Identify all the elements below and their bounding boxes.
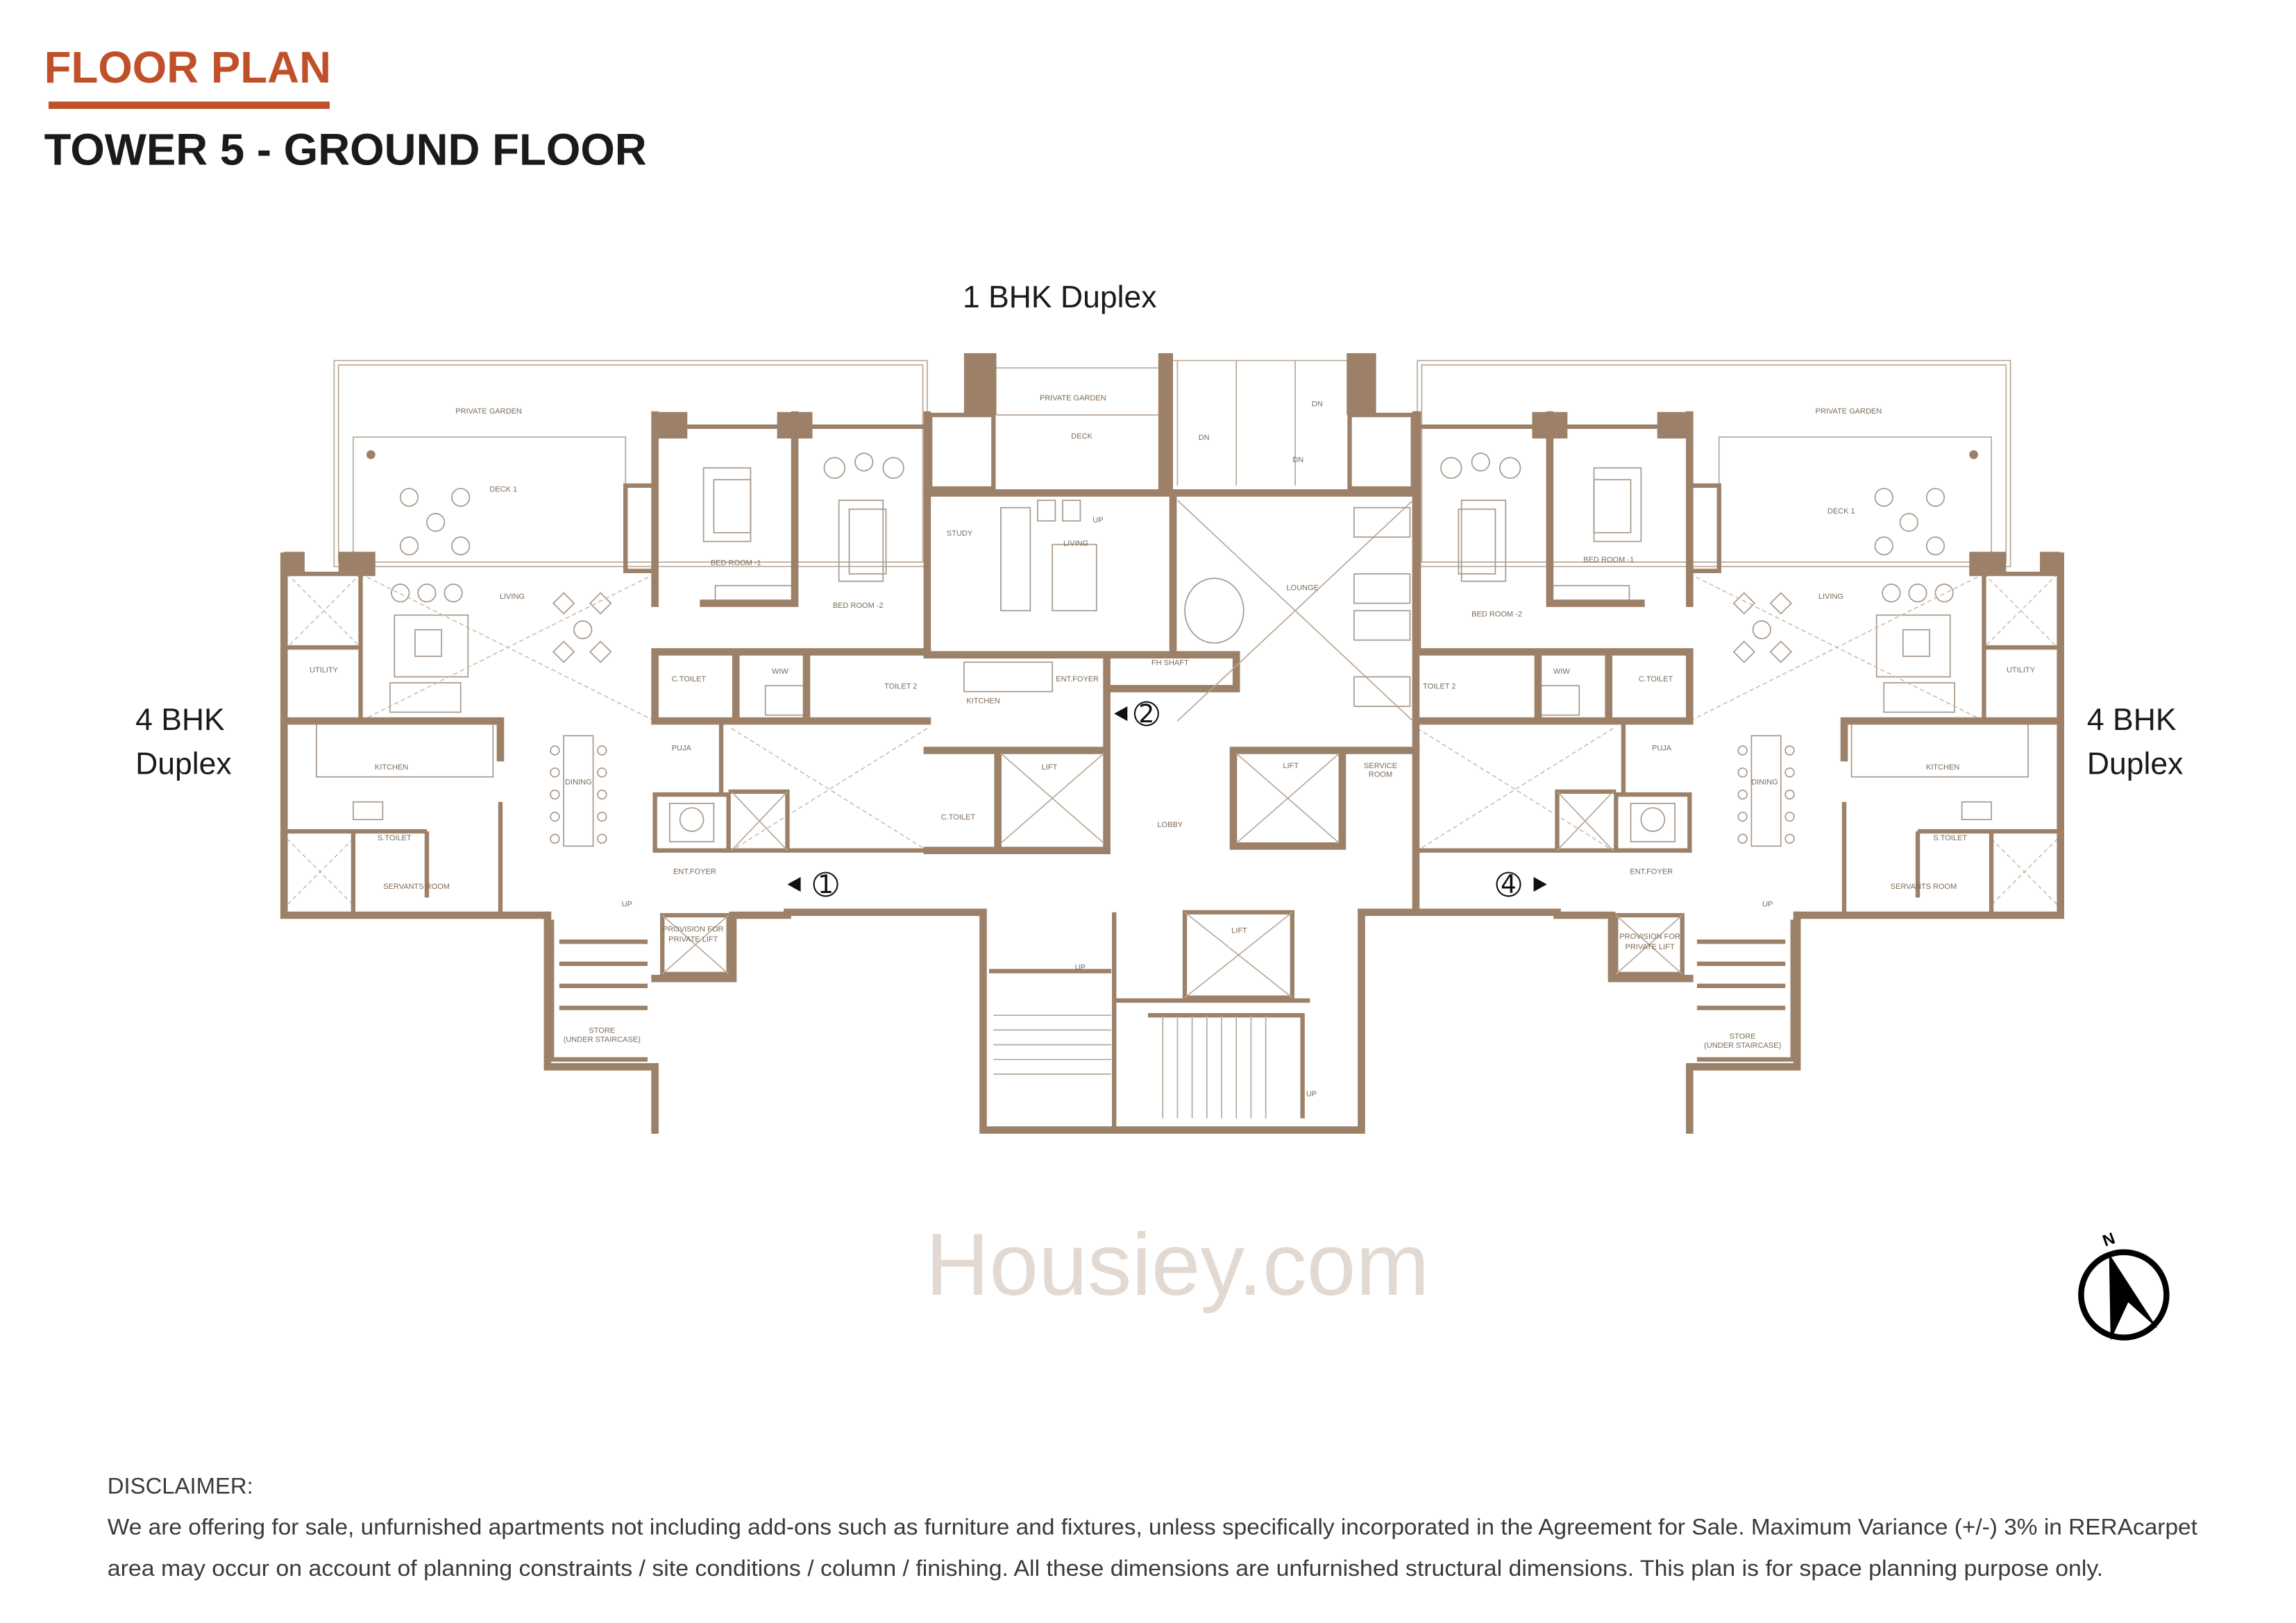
room-label: TOILET 2 xyxy=(1423,682,1455,690)
room-label: PUJA xyxy=(672,744,692,752)
room-label: STUDY xyxy=(947,529,973,538)
room-label: BED ROOM -2 xyxy=(1471,611,1522,619)
room-label: FH SHAFT xyxy=(1151,659,1189,668)
entrance-marker-1: 1 xyxy=(787,871,838,899)
center-labels: PRIVATE GARDEN DECK STUDY LIVING UP KITC… xyxy=(941,394,1397,1098)
arrow-left-icon xyxy=(1114,706,1128,722)
room-label: ROOM xyxy=(1369,771,1392,779)
left-unit-labels: PRIVATE GARDEN DECK 1 BED ROOM -1 BED RO… xyxy=(310,407,917,1044)
disclaimer-line-1: We are offering for sale, unfurnished ap… xyxy=(108,1514,2197,1540)
room-label: BED ROOM -2 xyxy=(833,602,884,610)
right-unit-labels: PRIVATE GARDEN DECK 1 BED ROOM -1 BED RO… xyxy=(1423,407,2035,1050)
disclaimer-line-2: area may occur on account of planning co… xyxy=(108,1555,2103,1581)
room-label: STORE xyxy=(1730,1033,1756,1041)
arrow-right-icon xyxy=(1533,876,1547,892)
room-label: PRIVATE GARDEN xyxy=(1816,407,1882,416)
room-label: DECK 1 xyxy=(489,485,517,493)
north-arrow-icon: N xyxy=(2078,1229,2170,1341)
room-label: PRIVATE LIFT xyxy=(1625,943,1674,951)
room-label: SERVANTS ROOM xyxy=(383,883,450,891)
room-label: PRIVATE GARDEN xyxy=(455,407,522,416)
north-label: N xyxy=(2100,1229,2118,1250)
marker-number: 2 xyxy=(1138,700,1154,729)
left-unit-plan xyxy=(284,361,927,1130)
unit-label-left-2: Duplex xyxy=(135,747,232,781)
room-label: ENT.FOYER xyxy=(1056,675,1099,683)
room-label: WIW xyxy=(772,668,788,676)
room-label: SERVANTS ROOM xyxy=(1891,883,1957,891)
arrow-left-icon xyxy=(787,876,801,892)
room-label: C.TOILET xyxy=(941,813,976,822)
marker-number: 4 xyxy=(1501,871,1517,899)
room-label: PUJA xyxy=(1652,744,1672,752)
center-core-plan xyxy=(784,352,1561,1134)
watermark: Housiey.com xyxy=(925,1215,1429,1314)
room-label: S.TOILET xyxy=(378,834,412,842)
room-label: LIVING xyxy=(500,593,525,601)
room-label: STORE xyxy=(589,1027,615,1035)
unit-label-right-2: Duplex xyxy=(2087,747,2184,781)
room-label: DINING xyxy=(1751,778,1778,786)
room-label: PRIVATE LIFT xyxy=(668,935,718,944)
room-label: UTILITY xyxy=(2007,666,2036,674)
room-label: UP xyxy=(622,900,632,908)
room-label: TOILET 2 xyxy=(884,682,917,690)
room-label: KITCHEN xyxy=(1926,763,1959,772)
room-label: ENT.FOYER xyxy=(1630,868,1673,876)
entrance-marker-4: 4 xyxy=(1496,871,1547,899)
title-underline xyxy=(48,101,330,109)
room-label: ENT.FOYER xyxy=(673,868,716,876)
room-label: UP xyxy=(1762,900,1773,908)
unit-label-right-1: 4 BHK xyxy=(2087,703,2177,737)
room-label: WIW xyxy=(1553,668,1570,676)
room-label: LIFT xyxy=(1042,763,1058,772)
room-label: UP xyxy=(1306,1090,1317,1098)
room-label: LOBBY xyxy=(1157,821,1183,829)
room-label: LIVING xyxy=(1818,593,1843,601)
room-label: UTILITY xyxy=(310,666,339,674)
room-label: PROVISION FOR xyxy=(1619,933,1680,941)
page-title: FLOOR PLAN xyxy=(44,43,331,92)
room-label: DN xyxy=(1312,400,1323,408)
page-subtitle: TOWER 5 - GROUND FLOOR xyxy=(44,126,647,175)
room-label: S.TOILET xyxy=(1933,834,1967,842)
right-unit-plan xyxy=(1417,361,2061,1130)
room-label: KITCHEN xyxy=(966,697,999,706)
room-label: LIFT xyxy=(1283,762,1299,770)
room-label: C.TOILET xyxy=(672,675,707,683)
marker-number: 1 xyxy=(818,871,834,899)
disclaimer-heading: DISCLAIMER: xyxy=(108,1472,253,1498)
room-label: LIVING xyxy=(1063,540,1088,548)
room-label: KITCHEN xyxy=(375,763,408,772)
entrance-marker-2: 2 xyxy=(1114,700,1159,729)
room-label: BED ROOM -1 xyxy=(1583,556,1634,564)
unit-label-left-1: 4 BHK xyxy=(135,703,225,737)
room-label: DECK xyxy=(1071,432,1092,441)
room-label: DN xyxy=(1199,434,1210,442)
room-label: UP xyxy=(1092,516,1103,525)
room-label: LIFT xyxy=(1231,926,1247,935)
room-label: LOUNGE xyxy=(1286,584,1319,592)
room-label: (UNDER STAIRCASE) xyxy=(564,1035,641,1044)
room-label: SERVICE xyxy=(1364,762,1397,770)
unit-label-top: 1 BHK Duplex xyxy=(963,280,1157,314)
room-label: PRIVATE GARDEN xyxy=(1040,394,1106,402)
room-label: DN xyxy=(1292,456,1303,464)
room-label: BED ROOM -1 xyxy=(711,559,761,567)
room-label: PROVISION FOR xyxy=(663,925,724,933)
room-label: UP xyxy=(1075,963,1086,971)
room-label: DECK 1 xyxy=(1827,507,1855,516)
room-label: C.TOILET xyxy=(1639,675,1673,683)
room-label: DINING xyxy=(565,778,592,786)
room-label: (UNDER STAIRCASE) xyxy=(1704,1042,1781,1050)
